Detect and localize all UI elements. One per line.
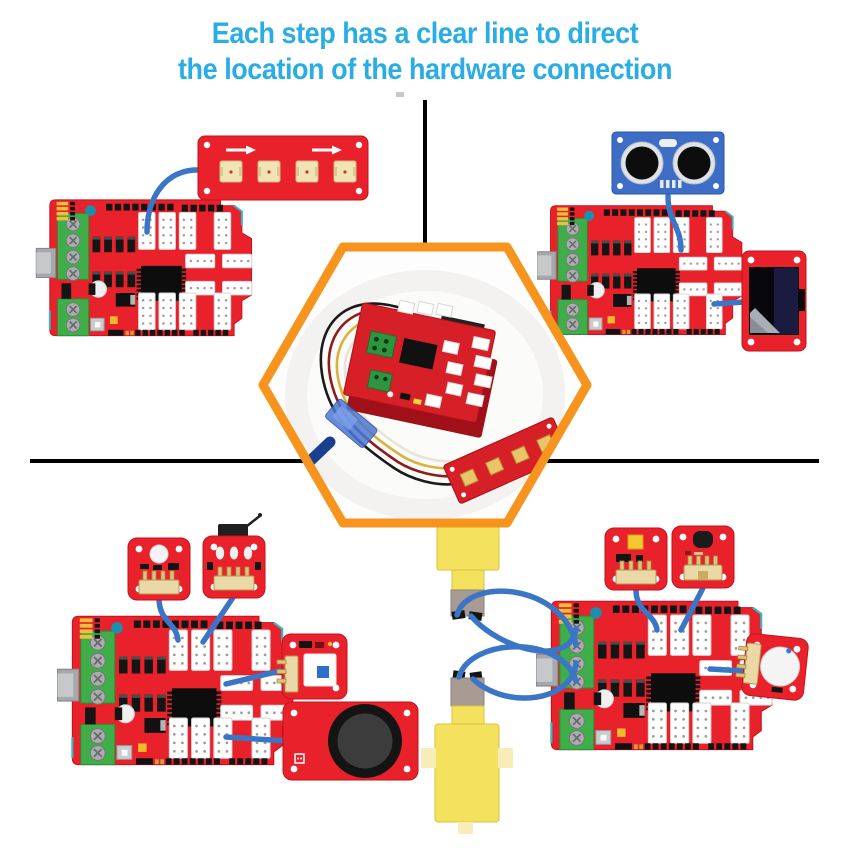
arrow-right-icon	[312, 145, 342, 155]
ultrasonic-sensor-module	[611, 131, 725, 195]
micro-switch	[218, 524, 248, 539]
divider-lines	[30, 92, 819, 463]
collision-switch-module	[202, 513, 266, 599]
led-module	[604, 527, 668, 591]
quadrant-top-left	[36, 135, 369, 336]
motor-wires	[454, 588, 579, 701]
light-sensor-module	[127, 537, 191, 601]
quadrant-bottom-left	[58, 513, 419, 781]
connection-wire-ir-sensor	[678, 585, 706, 633]
divider-top-tick	[396, 92, 404, 97]
connection-wire-ultrasonic	[665, 193, 684, 253]
connection-wire-buzzer	[707, 666, 747, 674]
led-chips	[219, 160, 357, 183]
connection-wire-oled	[711, 299, 747, 307]
buzzer-module	[735, 632, 810, 702]
kit-photo	[280, 270, 570, 520]
connection-wire-joystick	[223, 734, 290, 744]
connection-wire-collision-switch	[200, 593, 237, 645]
oled-display-module	[741, 250, 807, 352]
connection-wire-led-module	[633, 587, 660, 633]
photo-shield-stack	[343, 299, 498, 438]
sensor-shield-board	[538, 206, 742, 335]
photo-led-bar	[443, 417, 570, 504]
led-bar-module	[197, 135, 369, 201]
quadrant-top-right	[538, 131, 807, 352]
line-follower-module	[276, 633, 348, 700]
quadrant-bottom-right	[421, 525, 810, 834]
title-line-2: the location of the hardware connection	[177, 53, 672, 86]
gear-motor-top	[436, 526, 500, 621]
title-line-1: Each step has a clear line to direct	[211, 17, 639, 50]
joystick-module	[282, 701, 419, 781]
arrow-right-icon	[226, 145, 256, 155]
ir-sensor-module	[671, 525, 735, 589]
center-hexagon	[258, 242, 592, 528]
sensor-shield-board	[36, 200, 251, 336]
connection-wire-light-sensor	[156, 595, 181, 643]
hexagon-border	[258, 242, 592, 528]
connection-wire-led-bar	[144, 167, 205, 235]
page-title: Each step has a clear line to direct the…	[43, 16, 808, 88]
